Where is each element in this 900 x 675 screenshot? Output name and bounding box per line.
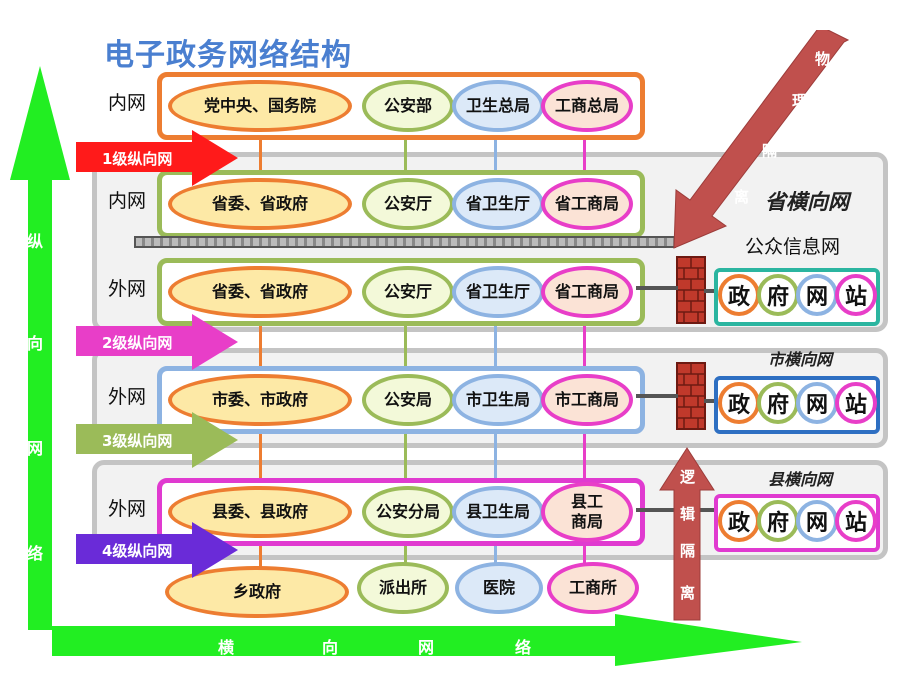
connector-line	[704, 399, 716, 403]
firewall-city-icon	[676, 362, 706, 430]
connector-line	[494, 130, 497, 172]
node-central-police[interactable]: 公安部	[362, 80, 454, 132]
logical-isolation-char-1: 逻	[680, 468, 696, 486]
node-county-commerce[interactable]: 县工 商局	[541, 482, 633, 542]
site-char: 府	[757, 382, 799, 424]
vertical-axis-label-4: 络	[27, 544, 44, 563]
node-city-health[interactable]: 市卫生局	[452, 374, 544, 426]
node-hospital[interactable]: 医院	[455, 562, 543, 614]
net-label-province-intranet: 内网	[108, 190, 147, 212]
firewall-province-icon	[676, 256, 706, 324]
site-char: 府	[757, 274, 799, 316]
node-province-commerce-intranet[interactable]: 省工商局	[541, 178, 633, 230]
site-char: 网	[796, 382, 838, 424]
site-char: 网	[796, 274, 838, 316]
node-central-gov[interactable]: 党中央、国务院	[168, 80, 352, 132]
node-county-health[interactable]: 县卫生局	[452, 486, 544, 538]
connector-line	[404, 420, 407, 485]
connector-line	[404, 130, 407, 172]
connector-line	[636, 286, 678, 290]
level-4-arrow	[76, 522, 238, 578]
site-char: 政	[718, 500, 760, 542]
physical-isolation-char-1: 物	[815, 50, 831, 68]
net-label-province-extranet: 外网	[108, 278, 147, 300]
level-4-label: 4级纵向网	[102, 542, 173, 560]
physical-isolation-char-3: 隔	[762, 142, 778, 160]
node-province-health-intranet[interactable]: 省卫生厅	[452, 178, 544, 230]
connector-line	[583, 530, 586, 570]
node-central-health[interactable]: 卫生总局	[452, 80, 544, 132]
connector-line	[494, 420, 497, 485]
physical-isolation-char-2: 理	[792, 92, 808, 110]
site-char: 网	[796, 500, 838, 542]
net-label-city: 外网	[108, 386, 147, 408]
node-city-commerce[interactable]: 市工商局	[541, 374, 633, 426]
site-char: 站	[835, 500, 877, 542]
node-province-health-extranet[interactable]: 省卫生厅	[452, 266, 544, 318]
node-city-gov[interactable]: 市委、市政府	[168, 374, 352, 426]
connector-line	[494, 305, 497, 370]
level-2-arrow	[76, 314, 238, 370]
physical-isolation-arrow	[673, 30, 850, 249]
net-label-county: 外网	[108, 498, 147, 520]
level-3-label: 3级纵向网	[102, 432, 173, 450]
connector-line	[636, 394, 678, 398]
node-province-police-extranet[interactable]: 公安厅	[362, 266, 454, 318]
node-city-police[interactable]: 公安局	[362, 374, 454, 426]
node-province-gov-extranet[interactable]: 省委、省政府	[168, 266, 352, 318]
node-county-police[interactable]: 公安分局	[362, 486, 454, 538]
net-label-central: 内网	[108, 92, 147, 114]
connector-line	[259, 530, 262, 570]
logical-isolation-char-4: 离	[680, 584, 696, 602]
logical-isolation-char-2: 辑	[680, 505, 696, 523]
connector-line	[404, 530, 407, 570]
horizontal-axis-arrow	[52, 614, 802, 666]
physical-isolation-bar	[134, 236, 676, 248]
node-province-commerce-extranet[interactable]: 省工商局	[541, 266, 633, 318]
vertical-axis-label-3: 网	[27, 439, 44, 458]
horizontal-axis-label-1: 横	[218, 638, 235, 657]
vertical-axis-arrow	[10, 66, 70, 630]
logical-isolation-arrow	[659, 447, 715, 621]
vertical-axis-label-1: 纵	[27, 232, 44, 251]
level-1-label: 1级纵向网	[102, 150, 173, 168]
node-central-commerce[interactable]: 工商总局	[541, 80, 633, 132]
connector-line	[259, 420, 262, 485]
level-3-arrow	[76, 412, 238, 468]
site-char: 政	[718, 274, 760, 316]
connector-line	[494, 530, 497, 570]
connector-line	[583, 130, 586, 172]
node-province-gov-intranet[interactable]: 省委、省政府	[168, 178, 352, 230]
level-2-label: 2级纵向网	[102, 334, 173, 352]
site-char: 府	[757, 500, 799, 542]
node-police-station[interactable]: 派出所	[357, 562, 449, 614]
public-net-label: 公众信息网	[745, 236, 841, 258]
province-horizontal-label: 省横向网	[765, 190, 849, 214]
horizontal-axis-label-2: 向	[322, 638, 339, 657]
page-title: 电子政务网络结构	[104, 38, 352, 73]
horizontal-axis-label-3: 网	[418, 638, 435, 657]
connector-line	[583, 420, 586, 485]
site-char: 政	[718, 382, 760, 424]
horizontal-axis-label-4: 络	[515, 638, 532, 657]
city-horizontal-label: 市横向网	[768, 350, 833, 369]
node-commerce-office[interactable]: 工商所	[547, 562, 639, 614]
node-province-police-intranet[interactable]: 公安厅	[362, 178, 454, 230]
logical-isolation-char-3: 隔	[680, 542, 696, 560]
site-char: 站	[835, 274, 877, 316]
physical-isolation-char-4: 离	[734, 188, 750, 206]
connector-line	[404, 305, 407, 370]
level-1-arrow	[76, 130, 238, 186]
vertical-axis-label-2: 向	[27, 334, 44, 353]
connector-line	[259, 130, 262, 172]
connector-line	[259, 320, 262, 368]
county-horizontal-label: 县横向网	[768, 470, 833, 489]
connector-line	[583, 305, 586, 370]
connector-line	[704, 289, 716, 293]
site-char: 站	[835, 382, 877, 424]
